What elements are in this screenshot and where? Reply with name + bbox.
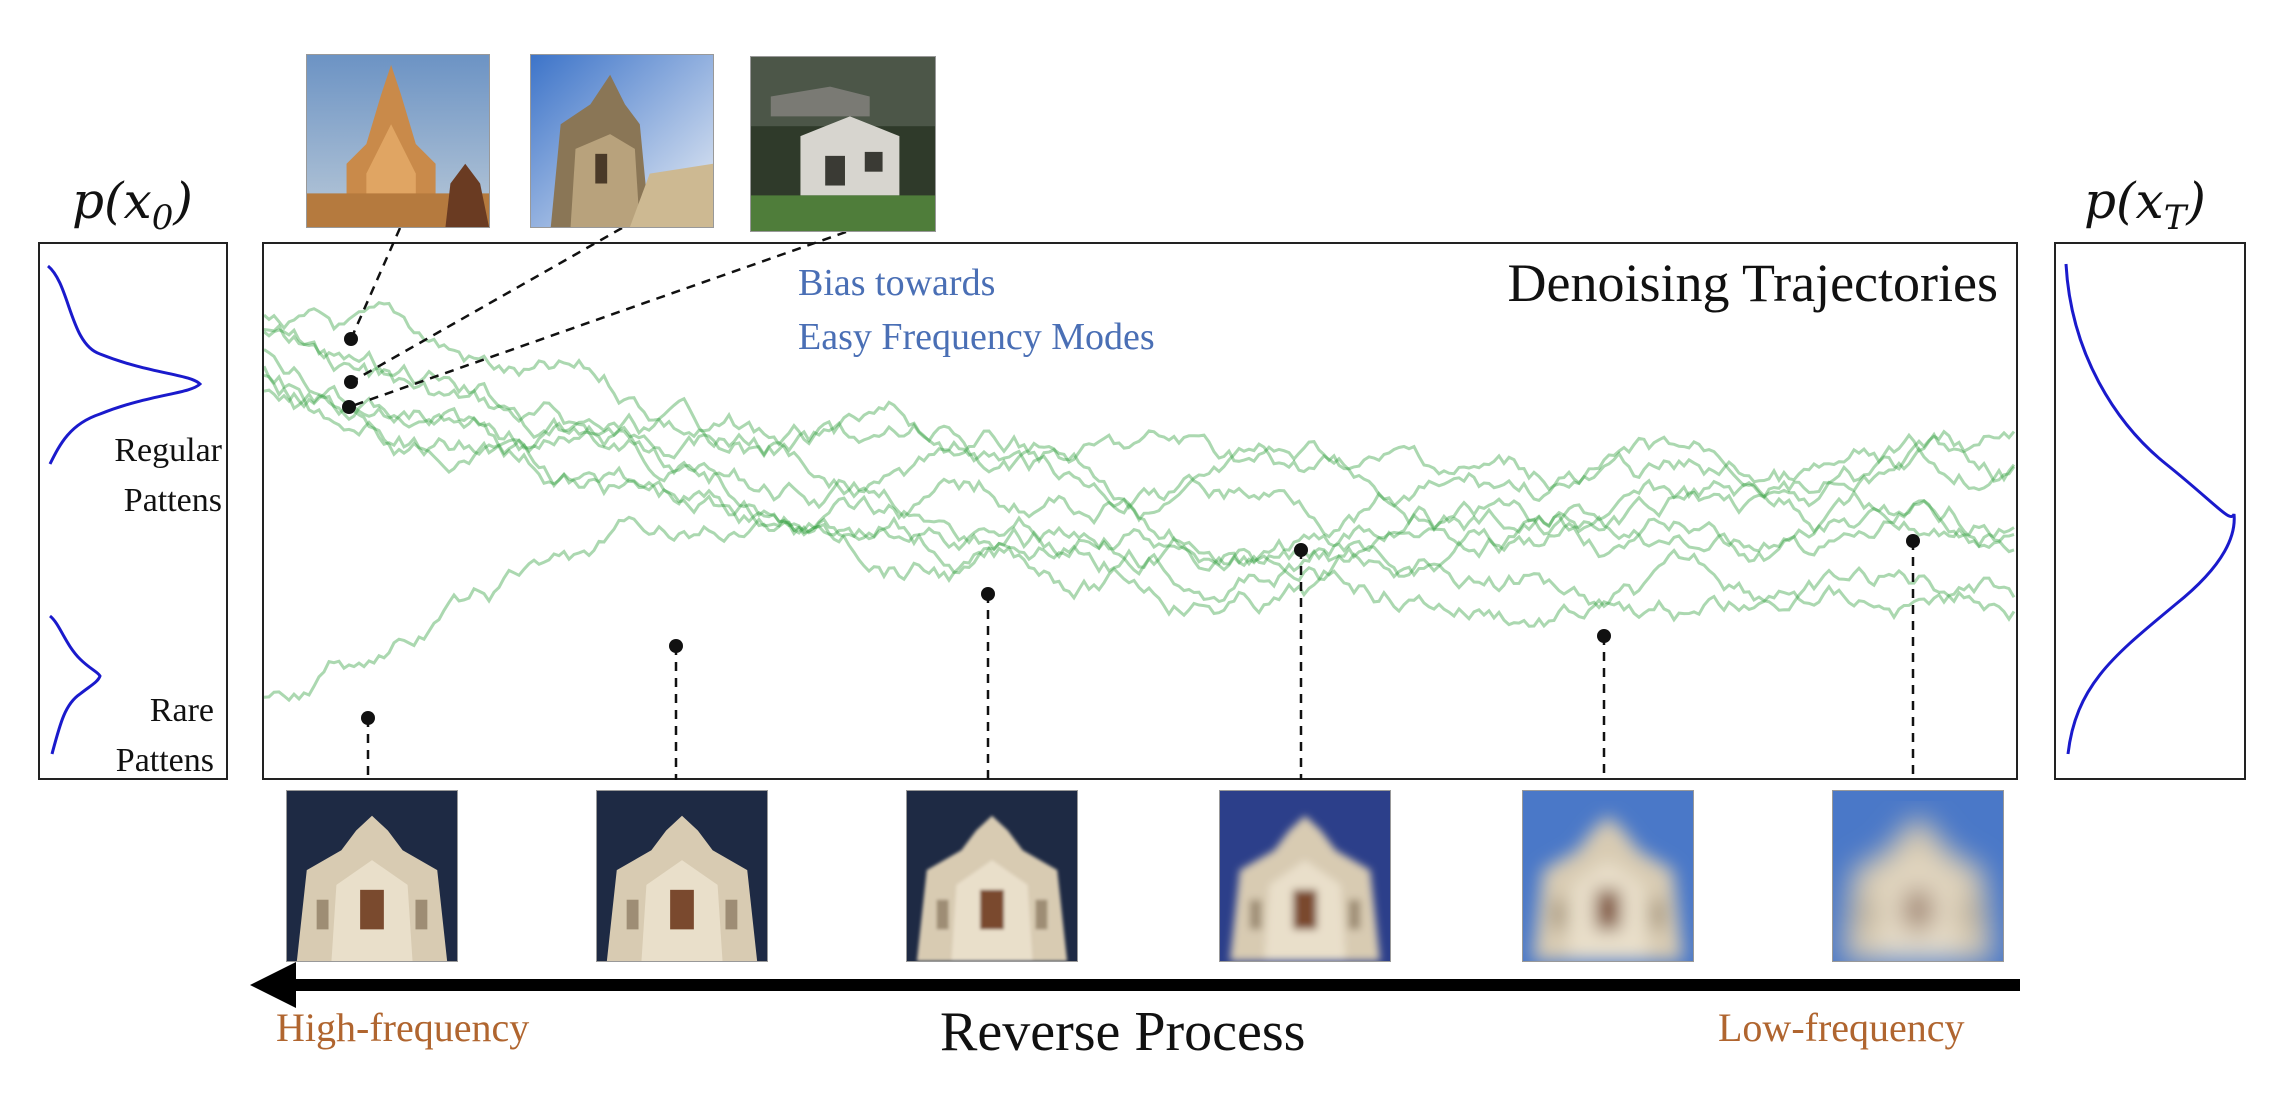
regular-patterns-label: Regular Pattens (114, 432, 222, 519)
right-density-curve (2064, 263, 2236, 755)
facade-step-4 (1219, 790, 1391, 962)
trajectory-panel: Denoising Trajectories Bias towards Easy… (262, 242, 2018, 780)
orange-tower-image (306, 54, 490, 228)
trajectory-line (264, 384, 2016, 492)
right-density-panel (2054, 242, 2246, 780)
bias-annotation: Bias towards Easy Frequency Modes (798, 262, 1155, 358)
trajectory-line (264, 373, 2015, 578)
facade-step-5 (1522, 790, 1694, 962)
left-density-label: p(x0) (72, 172, 193, 238)
low-frequency-label: Low-frequency (1718, 1005, 1965, 1050)
high-frequency-label: High-frequency (276, 1005, 530, 1050)
trajectory-title: Denoising Trajectories (1507, 253, 1998, 313)
rare-patterns-label: Rare Pattens (115, 692, 214, 779)
reverse-process-label: Reverse Process (940, 1001, 1306, 1063)
facade-step-2 (596, 790, 768, 962)
facade-step-6 (1832, 790, 2004, 962)
left-density-curve (46, 264, 203, 755)
trajectory-line (264, 327, 2015, 568)
facade-step-3 (906, 790, 1078, 962)
trajectory-line (264, 323, 2016, 623)
church-tower-image (530, 54, 714, 228)
left-density-panel: Regular Pattens Rare Pattens (38, 242, 228, 780)
trajectory-line (264, 365, 2016, 629)
right-density-label: p(xT) (2084, 172, 2206, 238)
trajectory-line (264, 348, 2016, 539)
facade-step-1 (286, 790, 458, 962)
white-cottage-image (750, 56, 936, 232)
trajectory-line (264, 446, 2016, 703)
